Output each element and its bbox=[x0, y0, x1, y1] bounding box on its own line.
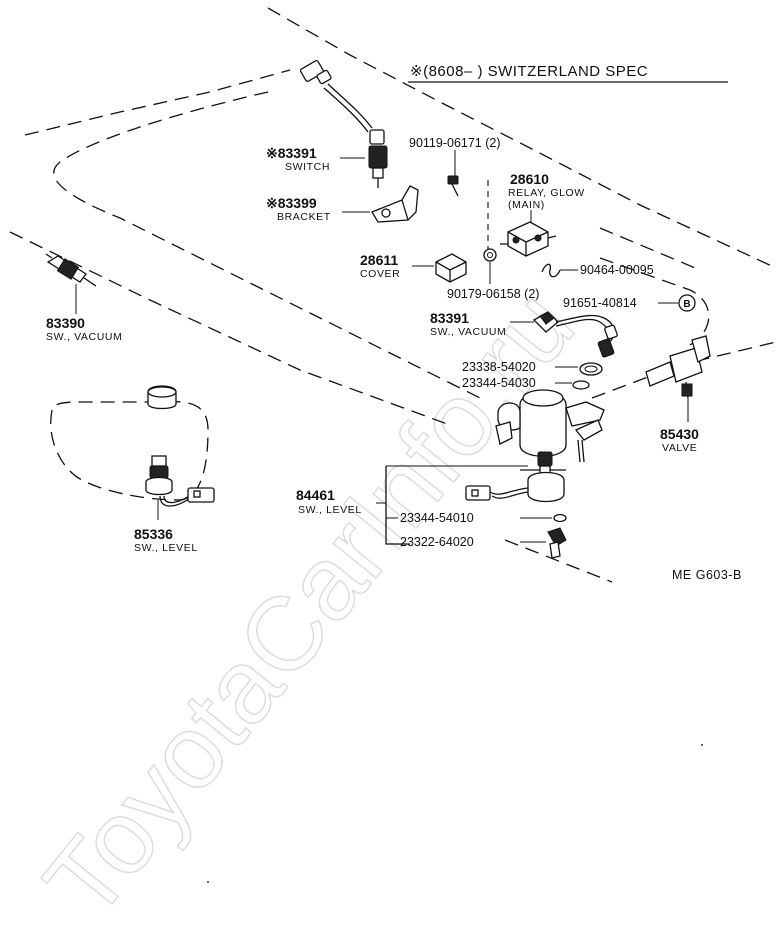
oring-23344b-number: 23344-54010 bbox=[400, 511, 474, 525]
relay-28610-name2: (MAIN) bbox=[508, 199, 545, 211]
valve-85430-name: VALVE bbox=[662, 442, 697, 454]
valve bbox=[645, 335, 711, 399]
speck bbox=[701, 744, 703, 746]
relay-28610-number: 28610 bbox=[510, 171, 549, 187]
bracket bbox=[371, 185, 419, 223]
level-sw-84461-number: 84461 bbox=[296, 487, 335, 503]
o-ring-b bbox=[553, 513, 567, 523]
pipe-91651-number: 91651-40814 bbox=[563, 296, 637, 310]
oring-23344a-number: 23344-54030 bbox=[462, 376, 536, 390]
switch-83391-number: ※83391 bbox=[266, 145, 317, 161]
bracket-83399-name: BRACKET bbox=[277, 211, 331, 223]
level-switch-84461 bbox=[465, 451, 565, 503]
bolt-90119-number: 90119-06171 (2) bbox=[409, 136, 501, 150]
clip-90464-number: 90464-00095 bbox=[580, 263, 654, 277]
cover-28611-number: 28611 bbox=[360, 252, 398, 268]
diagram-code: ME G603-B bbox=[672, 568, 742, 582]
marker-b-circle bbox=[678, 294, 696, 312]
nut-90179-number: 90179-06158 (2) bbox=[447, 287, 539, 301]
vacuum-sw-83390-name: SW., VACUUM bbox=[46, 331, 122, 343]
gasket-23338-number: 23338-54020 bbox=[462, 360, 536, 374]
compartment-outline bbox=[9, 7, 776, 583]
relay-28610-name: RELAY, GLOW bbox=[508, 187, 585, 199]
vacuum-sw-83391-number: 83391 bbox=[430, 310, 469, 326]
bracket-83399-number: ※83399 bbox=[266, 195, 317, 211]
switch-83391-name: SWITCH bbox=[285, 161, 330, 173]
cover-28611-name: COVER bbox=[360, 268, 400, 280]
marker-b: B bbox=[683, 299, 690, 310]
level-sw-85336-name: SW., LEVEL bbox=[134, 542, 198, 554]
drain-plug bbox=[547, 527, 567, 559]
valve-85430-number: 85430 bbox=[660, 426, 699, 442]
level-sw-84461-name: SW., LEVEL bbox=[298, 504, 362, 516]
fuel-filter-body bbox=[495, 389, 605, 471]
switch-harness bbox=[299, 60, 388, 188]
vacuum-sw-83391-name: SW., VACUUM bbox=[430, 326, 506, 338]
speck bbox=[207, 881, 209, 883]
vacuum-sw-83390-number: 83390 bbox=[46, 315, 85, 331]
reservoir-tank bbox=[50, 385, 209, 501]
nut bbox=[483, 248, 497, 262]
glow-relay bbox=[500, 221, 557, 257]
spec-note: ※(8608– ) SWITZERLAND SPEC bbox=[410, 63, 648, 80]
relay-cover bbox=[435, 253, 467, 283]
level-sw-85336-number: 85336 bbox=[134, 526, 173, 542]
o-ring-a bbox=[572, 380, 590, 390]
clip bbox=[541, 263, 561, 278]
gasket bbox=[579, 362, 603, 376]
plug-23322-number: 23322-64020 bbox=[400, 535, 474, 549]
bolt bbox=[447, 175, 459, 197]
level-switch-85336 bbox=[145, 455, 215, 507]
vacuum-switch-83390 bbox=[45, 253, 97, 287]
leader-level-84461 bbox=[385, 466, 410, 545]
vacuum-switch-83391 bbox=[532, 311, 618, 358]
